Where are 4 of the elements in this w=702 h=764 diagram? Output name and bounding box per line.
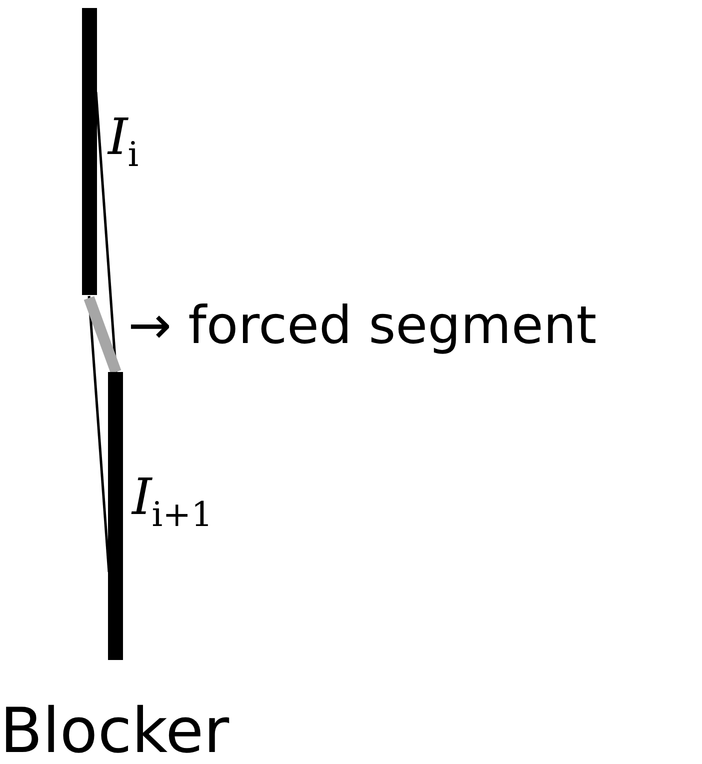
interval-label: I$_{i+1}$: [132, 472, 213, 532]
forced-segment-label: → forced segment: [128, 300, 597, 352]
interval-label: I$_{i}$: [108, 112, 139, 172]
blocker-label: Blocker: [0, 700, 230, 762]
